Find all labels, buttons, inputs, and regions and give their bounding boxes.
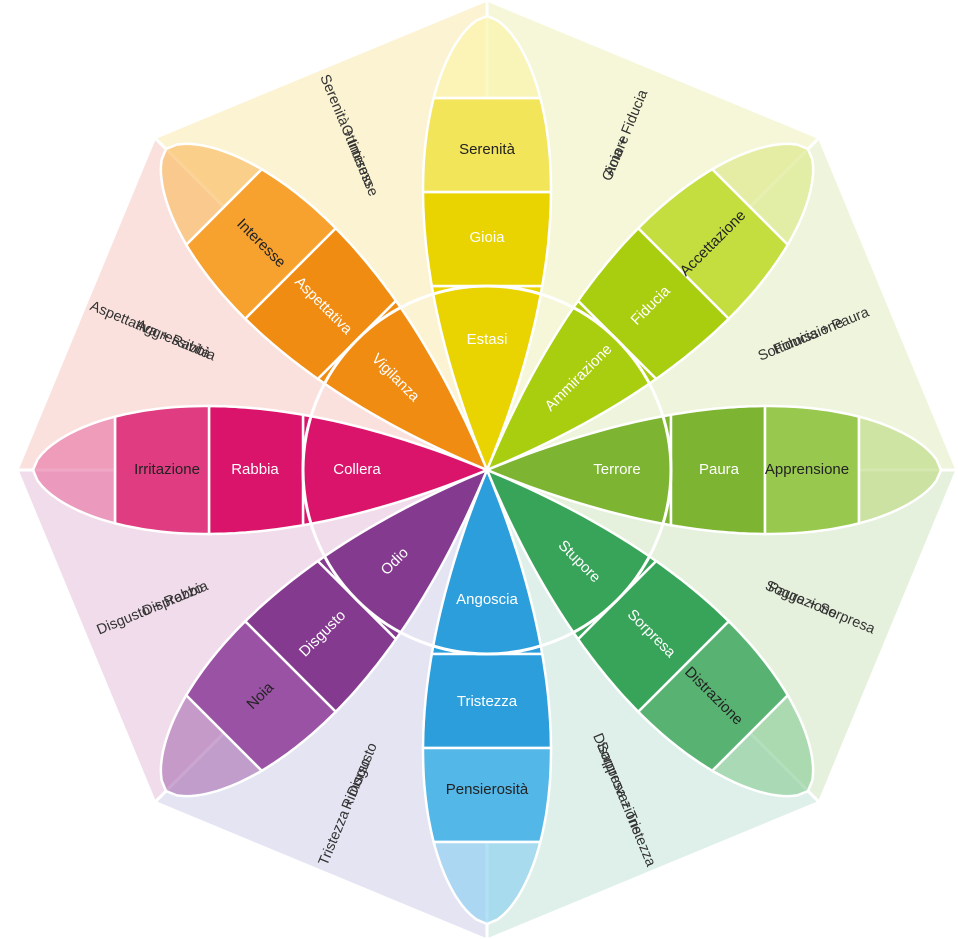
label-joy-inner: Estasi — [467, 331, 508, 348]
center-circle — [301, 284, 673, 656]
petal-disgust-outer — [159, 693, 264, 798]
label-anger-middle: Rabbia — [231, 461, 279, 478]
petal-anticipation-outer — [159, 142, 264, 247]
label-fear-middle: Paura — [699, 461, 740, 478]
petal-sadness-outer — [432, 840, 542, 926]
petal-surprise-outer — [710, 693, 815, 798]
label-sadness-inner: Angoscia — [456, 591, 518, 608]
label-joy-outer: Serenità — [459, 141, 516, 158]
label-sadness-middle: Tristezza — [457, 693, 518, 710]
label-anger-inner: Collera — [333, 461, 381, 478]
label-anger-outer: Irritazione — [134, 461, 200, 478]
center-ring — [301, 284, 673, 656]
petal-anger-outer — [31, 415, 117, 525]
emotion-petals — [31, 14, 943, 926]
petal-fear-outer — [857, 415, 943, 525]
petal-joy-outer — [432, 14, 542, 100]
label-joy-middle: Gioia — [469, 229, 505, 246]
label-fear-inner: Terrore — [593, 461, 641, 478]
petal-trust-outer — [710, 142, 815, 247]
label-fear-outer: Apprensione — [765, 461, 849, 478]
label-sadness-outer: Pensierosità — [446, 781, 529, 798]
